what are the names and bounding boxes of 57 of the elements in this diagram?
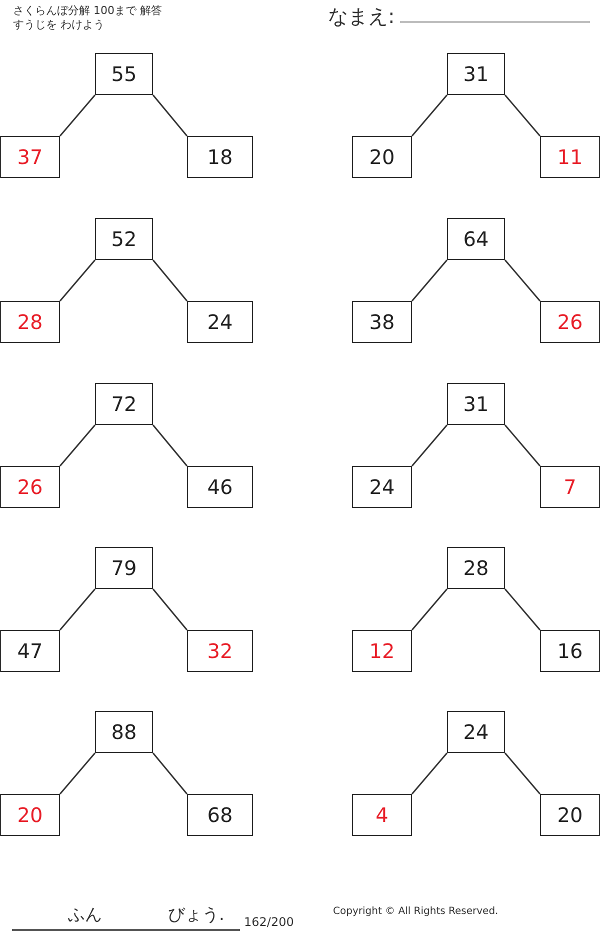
connector-line xyxy=(152,588,188,630)
number-box: 26 xyxy=(0,466,60,508)
number-box: 7 xyxy=(540,466,600,508)
number-box: 31 xyxy=(447,53,505,95)
number-box: 24 xyxy=(352,466,412,508)
connector-line xyxy=(59,94,96,136)
page-number: 162/200 xyxy=(244,915,294,929)
connector-line xyxy=(411,94,448,136)
number-box: 68 xyxy=(187,794,253,836)
connector-line xyxy=(59,260,96,302)
number-box: 20 xyxy=(0,794,60,836)
number-box: 52 xyxy=(95,218,153,260)
connector-line xyxy=(152,260,188,302)
number-box: 88 xyxy=(95,711,153,753)
number-box: 11 xyxy=(540,136,600,178)
connector-line xyxy=(152,752,188,794)
connector-line xyxy=(411,424,448,466)
number-box: 37 xyxy=(0,136,60,178)
number-box: 31 xyxy=(447,383,505,425)
connector-line xyxy=(59,424,96,466)
seconds-label: びょう. xyxy=(168,904,224,926)
connector-line xyxy=(152,94,188,136)
number-box: 18 xyxy=(187,136,253,178)
connector-line xyxy=(504,94,541,136)
number-box: 72 xyxy=(95,383,153,425)
number-box: 26 xyxy=(540,301,600,343)
number-box: 16 xyxy=(540,630,600,672)
connector-line xyxy=(504,588,541,630)
number-box: 47 xyxy=(0,630,60,672)
number-box: 55 xyxy=(95,53,153,95)
number-box: 20 xyxy=(540,794,600,836)
number-box: 32 xyxy=(187,630,253,672)
connector-line xyxy=(59,588,96,630)
number-box: 12 xyxy=(352,630,412,672)
connector-line xyxy=(504,260,541,302)
worksheet-title: さくらんぼ分解 100まで 解答 xyxy=(13,3,162,18)
number-box: 79 xyxy=(95,547,153,589)
connector-line xyxy=(504,424,541,466)
connector-line xyxy=(504,752,541,794)
copyright-note: Copyright © All Rights Reserved. xyxy=(333,906,498,917)
number-box: 4 xyxy=(352,794,412,836)
number-box: 28 xyxy=(0,301,60,343)
number-box: 64 xyxy=(447,218,505,260)
name-label: なまえ: xyxy=(328,3,395,30)
connector-line xyxy=(411,260,448,302)
number-box: 28 xyxy=(447,547,505,589)
number-box: 38 xyxy=(352,301,412,343)
worksheet-subtitle: すうじを わけよう xyxy=(13,17,104,32)
connector-line xyxy=(411,752,448,794)
minutes-label: ふん xyxy=(68,904,102,926)
connector-line xyxy=(152,424,188,466)
number-box: 24 xyxy=(447,711,505,753)
connector-line xyxy=(411,588,448,630)
number-box: 24 xyxy=(187,301,253,343)
connector-line xyxy=(59,752,96,794)
number-box: 46 xyxy=(187,466,253,508)
number-box: 20 xyxy=(352,136,412,178)
